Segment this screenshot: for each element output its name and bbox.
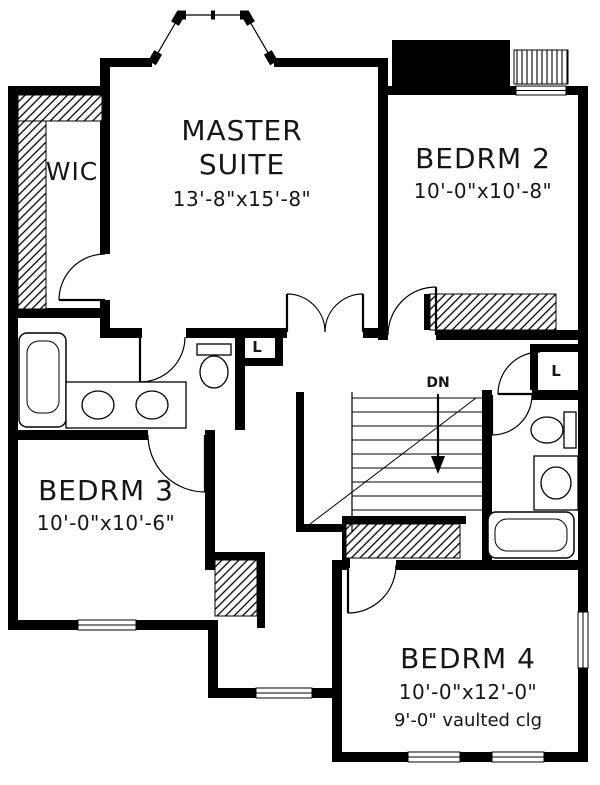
master-bath-door [138,336,186,383]
bedrm4-door [346,564,397,614]
bedrm4-dims: 10'-0"x12'-0" [399,680,538,704]
bedrm2-closet [429,293,557,331]
left-exterior-wall [8,86,18,630]
bedrm4-closet [345,523,461,559]
master-bathtub [18,332,67,428]
wic-label: WIC [46,157,99,186]
stairs [309,392,482,532]
bedrm3-door [147,434,207,493]
bay-window-glass [153,10,273,55]
bedrm4-note: 9'-0" vaulted clg [394,710,542,731]
down-arrow-head [431,456,445,474]
linen-closet-label-2: L [551,362,561,380]
chimney [392,40,510,86]
master-suite-label-1: MASTER [181,114,302,147]
linen-closet-label-1: L [252,338,262,356]
bedrm2-door [387,286,438,336]
bedrm2-dims: 10'-0"x10'-8" [414,179,553,203]
bedrm3-closet [214,559,258,617]
wic-shelf-top [17,94,103,122]
wic-shelf-side [17,120,47,310]
master-toilet [196,343,232,389]
bedrm3-label: BEDRM 3 [38,474,174,507]
wic-door [58,253,106,302]
hall-bath-door [490,394,533,436]
hall-closet-door [497,351,541,396]
room-labels: WIC MASTER SUITE 13'-8"x15'-8" BEDRM 2 1… [37,114,561,731]
stair-treads [352,397,482,511]
master-entry-double-door [285,293,365,333]
master-suite-label-2: SUITE [199,148,285,181]
walls [8,10,588,762]
closet-hatching [17,94,557,617]
bath-fixtures [18,332,579,559]
bedrm4-label: BEDRM 4 [400,642,536,675]
stairs-down-label: DN [426,375,449,391]
windows [77,10,589,763]
master-suite-dims: 13'-8"x15'-8" [173,187,312,211]
bedrm2-label: BEDRM 2 [415,142,551,175]
stair-west-wall [296,392,304,532]
hall-bathtub [487,511,575,559]
master-vanity-double-sink [65,381,187,429]
hall-vanity-sink [533,455,579,511]
bedrm2-window-box [513,49,569,85]
doors [58,253,541,614]
bedrm3-dims: 10'-0"x10'-6" [37,511,176,535]
hall-toilet [530,411,577,449]
stair-break-line [309,397,477,525]
